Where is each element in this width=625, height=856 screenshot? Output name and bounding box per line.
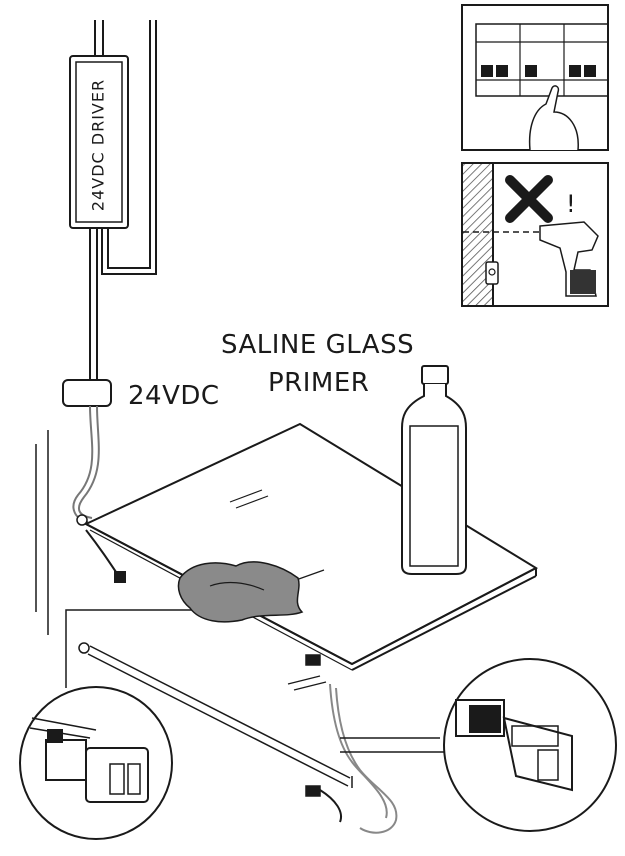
connector-detail-icon [443, 658, 617, 832]
product-title-line1: SALINE GLASS [221, 330, 415, 360]
wall-edge [35, 430, 49, 635]
no-drilling-icon: ! [461, 162, 609, 307]
driver-label: 24VDC DRIVER [88, 78, 108, 212]
svg-text:!: ! [566, 190, 576, 218]
product-title-line2: PRIMER [268, 368, 370, 398]
glass-shelf [76, 422, 539, 671]
connector-detail-left [19, 686, 173, 840]
connector-box [62, 379, 112, 407]
driver-assembly [62, 20, 157, 583]
primer-bottle-icon [401, 365, 467, 575]
circuit-breaker-off-icon [461, 4, 609, 151]
voltage-label: 24VDC [128, 381, 220, 411]
cleaning-cloth-icon [177, 561, 304, 623]
